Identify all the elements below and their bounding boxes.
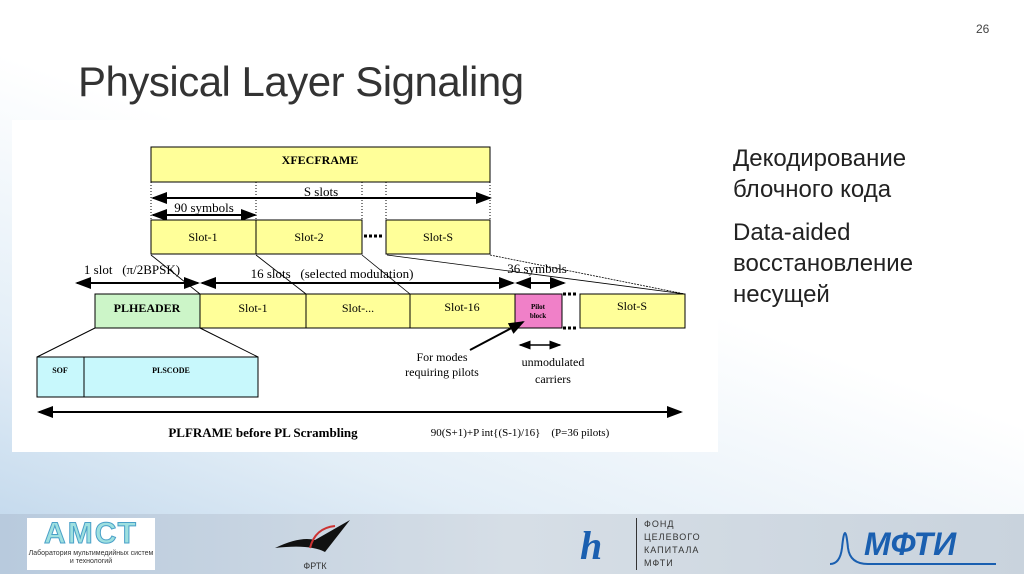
sof-box <box>36 356 85 398</box>
plframe-label: PLFRAME before PL Scrambling <box>168 425 358 440</box>
bullet-line: блочного кода <box>733 176 892 203</box>
xfecframe-box <box>150 146 491 183</box>
pl-slot-mid <box>305 293 411 329</box>
pilot-label: block <box>530 312 546 320</box>
plframe-diagram: XFECFRAME Slot-1 Slot-2 Slot-S PLHEADER … <box>12 120 718 452</box>
pl-slot-mid-label: Slot-... <box>342 301 374 315</box>
mipt-logo: МФТИ <box>828 518 998 570</box>
36-symbols-label: 36 symbols <box>507 261 567 276</box>
bullet-item: Data-aided восстановление несущей <box>733 217 913 310</box>
for-modes-label: For modes <box>417 350 468 364</box>
fund-text: МФТИ <box>644 558 674 568</box>
amst-logo: АМСТ Лаборатория мультимедийных систем и… <box>27 517 155 570</box>
plscode-label: PLSCODE <box>152 366 190 375</box>
fund-h-icon: h <box>580 523 603 568</box>
bullet-line: восстановление <box>733 250 914 277</box>
sixteen-slots-label: 16 slots (selected modulation) <box>251 266 414 281</box>
fund-text: КАПИТАЛА <box>644 545 700 555</box>
bullet-item: Декодирование блочного кода <box>733 143 913 205</box>
for-modes-label: requiring pilots <box>405 365 479 379</box>
one-slot-label: 1 slot (π/2BPSK) <box>84 262 180 277</box>
top-slot-s <box>385 219 491 255</box>
top-slot-2 <box>255 219 363 255</box>
footer-logos: АМСТ Лаборатория мультимедийных систем и… <box>0 514 1024 574</box>
top-slot-s-label: Slot-S <box>423 230 453 244</box>
top-slot-2-label: Slot-2 <box>294 230 323 244</box>
pl-slot-s <box>579 293 686 329</box>
pl-slot-1 <box>199 293 307 329</box>
pl-slot-16 <box>409 293 516 329</box>
sof-label: SOF <box>52 366 68 375</box>
plscode-box <box>83 356 259 398</box>
frtk-logo: ФРТК <box>270 518 360 571</box>
pl-slot-16-label: Slot-16 <box>444 300 479 314</box>
pl-slot-1-label: Slot-1 <box>238 301 267 315</box>
bullet-line: Декодирование <box>733 145 907 172</box>
slide-title: Physical Layer Signaling <box>78 58 524 105</box>
formula-label: 90(S+1)+P int{(S-1)/16} (P=36 pilots) <box>431 427 610 439</box>
unmodulated-label: carriers <box>535 372 571 386</box>
bullet-list: Декодирование блочного кода Data-aided вос… <box>733 143 913 322</box>
fund-text: ЦЕЛЕВОГО <box>644 532 701 542</box>
bullet-line: несущей <box>733 281 830 308</box>
bullet-line: Data-aided <box>733 219 851 246</box>
bird-icon <box>275 520 350 552</box>
pulse-icon <box>829 532 996 565</box>
xfecframe-label: XFECFRAME <box>282 153 359 167</box>
top-slot-1 <box>150 219 257 255</box>
pl-slot-s-label: Slot-S <box>617 299 647 313</box>
pilot-label: Pilot <box>531 303 546 311</box>
s-slots-label: S slots <box>304 184 338 199</box>
frtk-logo-text: ФРТК <box>303 561 327 571</box>
top-slot-1-label: Slot-1 <box>188 230 217 244</box>
fund-text: ФОНД <box>644 519 675 529</box>
90-symbols-label: 90 symbols <box>174 200 234 215</box>
mipt-logo-text: МФТИ <box>864 526 957 562</box>
amst-logo-text: АМСТ <box>44 517 138 550</box>
fund-logo: h ФОНД ЦЕЛЕВОГО КАПИТАЛА МФТИ <box>580 518 730 572</box>
slide-number: 26 <box>976 22 990 36</box>
plheader-label: PLHEADER <box>114 301 181 315</box>
amst-logo-subtitle: Лаборатория мультимедийных систем и техн… <box>28 550 154 565</box>
unmodulated-label: unmodulated <box>522 355 585 369</box>
